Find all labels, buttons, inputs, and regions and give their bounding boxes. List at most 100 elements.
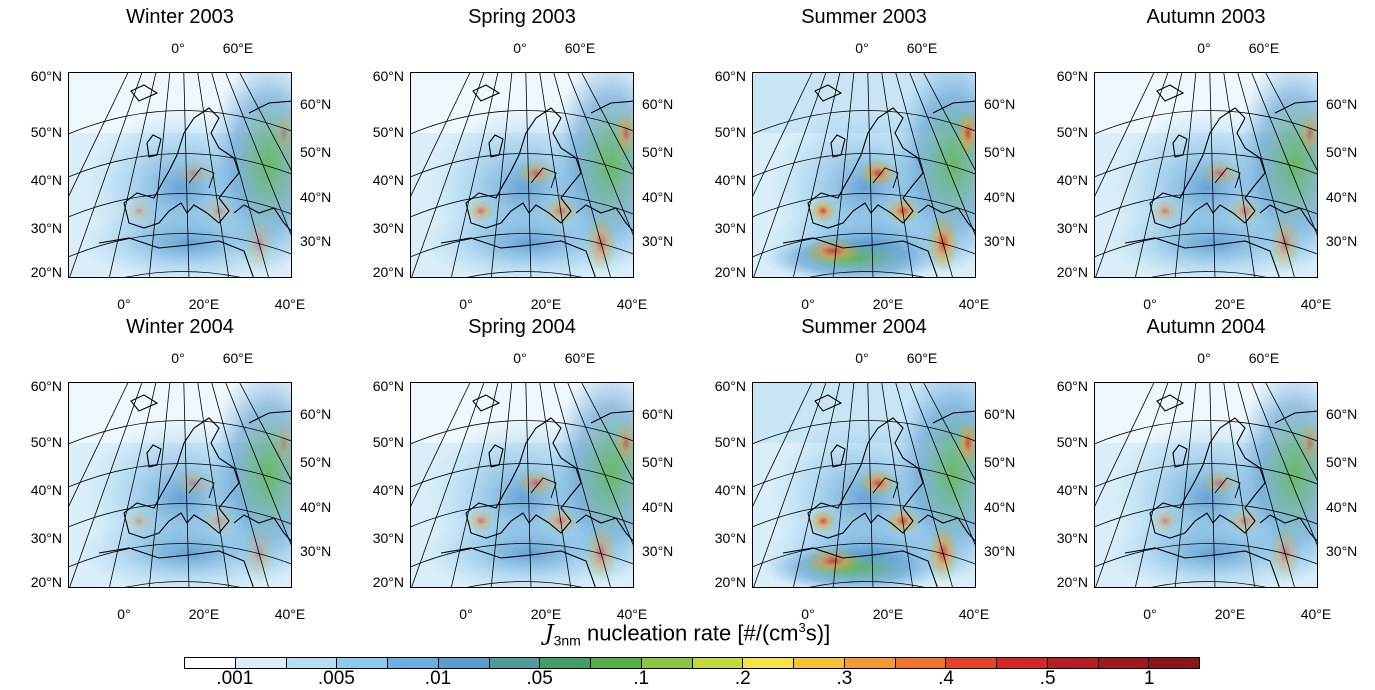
latitude-label-left: 30°N <box>30 220 62 236</box>
longitude-label-bottom: 40°E <box>1300 606 1332 622</box>
meridian-line <box>411 383 485 587</box>
latitude-label-left: 60°N <box>372 68 404 84</box>
latitude-label-right: 50°N <box>642 144 674 160</box>
east-hotspot <box>614 109 633 157</box>
latitude-line <box>125 271 241 277</box>
europe-coastline <box>465 417 582 539</box>
map-frame <box>68 72 292 278</box>
meridian-line <box>109 73 157 277</box>
colorbar-tick-label: .01 <box>424 668 452 689</box>
meridian-line <box>1265 73 1317 171</box>
latitude-label-left: 60°N <box>30 378 62 394</box>
meridian-line <box>211 383 269 587</box>
colorbar-tick-label: .5 <box>1039 668 1056 689</box>
latitude-label-right: 40°N <box>300 189 332 205</box>
east-hotspot <box>614 419 633 467</box>
latitude-label-left: 30°N <box>1056 530 1088 546</box>
central-europe-hotspot <box>858 159 898 187</box>
latitude-label-right: 60°N <box>984 406 1016 422</box>
latitude-label-left: 40°N <box>30 482 62 498</box>
meridian-line <box>148 383 171 587</box>
iceland-coastline <box>1156 84 1185 102</box>
colorbar-cell <box>591 658 642 668</box>
colorbar-cell <box>540 658 591 668</box>
latitude-label-right: 40°N <box>1326 189 1358 205</box>
africa-coastline <box>98 237 254 277</box>
meridian-line <box>1237 73 1295 277</box>
longitude-label-bottom: 40°E <box>616 296 648 312</box>
latitude-line <box>753 110 975 135</box>
east-hotspot <box>272 109 291 157</box>
colorbar-tick-label: .05 <box>526 668 553 689</box>
latitude-line <box>411 503 633 528</box>
longitude-label-bottom: 0° <box>1143 606 1157 622</box>
latitude-label-left: 30°N <box>1056 220 1088 236</box>
iceland-coastline <box>1156 394 1185 412</box>
south-field <box>421 513 633 587</box>
meridian-line <box>1095 383 1169 587</box>
latitude-label-left: 60°N <box>1056 68 1088 84</box>
meridian-line <box>109 383 157 587</box>
meridian-line <box>832 73 855 277</box>
longitude-label-top: 0° <box>1197 40 1211 56</box>
colorbar-cell <box>489 658 541 668</box>
meridian-line <box>490 73 513 277</box>
arctic-coastline <box>932 100 975 114</box>
africa-coastline <box>1124 237 1280 277</box>
latitude-label-right: 50°N <box>300 144 332 160</box>
longitude-label-top: 0° <box>171 350 185 366</box>
latitude-label-right: 60°N <box>642 96 674 112</box>
europe-coastline <box>807 107 924 229</box>
central-europe-hotspot <box>1200 159 1240 187</box>
british-isles-coastline <box>146 444 162 468</box>
longitude-label-bottom: 40°E <box>1300 296 1332 312</box>
latitude-label-right: 50°N <box>1326 454 1358 470</box>
iceland-coastline <box>130 394 159 412</box>
latitude-label-left: 40°N <box>1056 172 1088 188</box>
colorbar-cell <box>946 658 997 668</box>
central-europe-hotspot <box>1200 469 1240 497</box>
map-frame <box>410 72 634 278</box>
colorbar <box>184 657 1200 669</box>
latitude-line <box>753 463 975 488</box>
iberia-hotspot <box>467 509 495 533</box>
latitude-line <box>1095 420 1317 445</box>
anatolia-coastline <box>233 514 291 542</box>
longitude-label-bottom: 0° <box>117 296 131 312</box>
meridian-line <box>1174 73 1197 277</box>
iceland-coastline <box>814 84 843 102</box>
latitude-label-left: 50°N <box>1056 124 1088 140</box>
latitude-line <box>1095 503 1317 528</box>
latitude-label-left: 60°N <box>714 68 746 84</box>
longitude-label-top: 60°E <box>906 350 938 366</box>
iberia-hotspot <box>809 509 837 533</box>
latitude-label-left: 20°N <box>714 264 746 280</box>
latitude-label-right: 40°N <box>1326 499 1358 515</box>
meridian-line <box>1095 73 1155 197</box>
latitude-line <box>753 420 975 445</box>
arctic-coastline <box>248 100 291 114</box>
arctic-coastline <box>1274 100 1317 114</box>
europe-coastline <box>1149 417 1266 539</box>
latitude-label-left: 50°N <box>30 124 62 140</box>
latitude-label-right: 60°N <box>1326 406 1358 422</box>
longitude-label-top: 0° <box>513 350 527 366</box>
south-field <box>1105 513 1317 587</box>
country-border <box>530 167 557 189</box>
longitude-label-bottom: 20°E <box>530 296 562 312</box>
europe-coastline <box>807 417 924 539</box>
colorbar-cell <box>997 658 1048 668</box>
country-border <box>188 167 215 189</box>
colorbar-cell <box>641 658 693 668</box>
meridian-line <box>895 73 953 277</box>
panel-title: Spring 2003 <box>468 6 576 28</box>
longitude-label-top: 60°E <box>1248 40 1280 56</box>
colorbar-cell <box>235 658 287 668</box>
longitude-label-bottom: 40°E <box>616 606 648 622</box>
africa-coastline <box>782 237 938 277</box>
latitude-line <box>467 581 583 587</box>
africa-coastline <box>1124 547 1280 587</box>
meridian-line <box>553 383 611 587</box>
latitude-label-right: 40°N <box>642 499 674 515</box>
